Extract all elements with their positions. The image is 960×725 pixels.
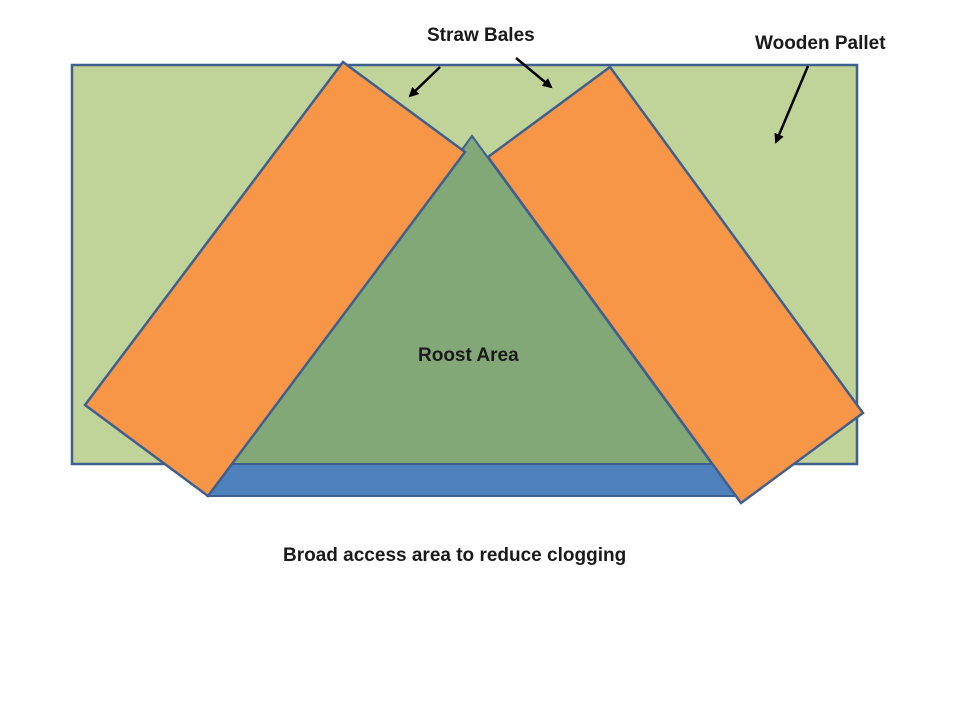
access-area <box>206 463 741 497</box>
arrow-pallet <box>774 65 810 144</box>
straw-bales-label: Straw Bales <box>427 25 535 46</box>
access-caption: Broad access area to reduce clogging <box>283 545 627 566</box>
arrow-straw-right <box>515 57 553 89</box>
roost-area-label: Roost Area <box>418 345 519 366</box>
arrow-straw-left <box>408 66 441 98</box>
straw-bale-left <box>83 60 467 498</box>
straw-bale-right <box>486 65 865 505</box>
wooden-pallet-label: Wooden Pallet <box>755 33 886 54</box>
